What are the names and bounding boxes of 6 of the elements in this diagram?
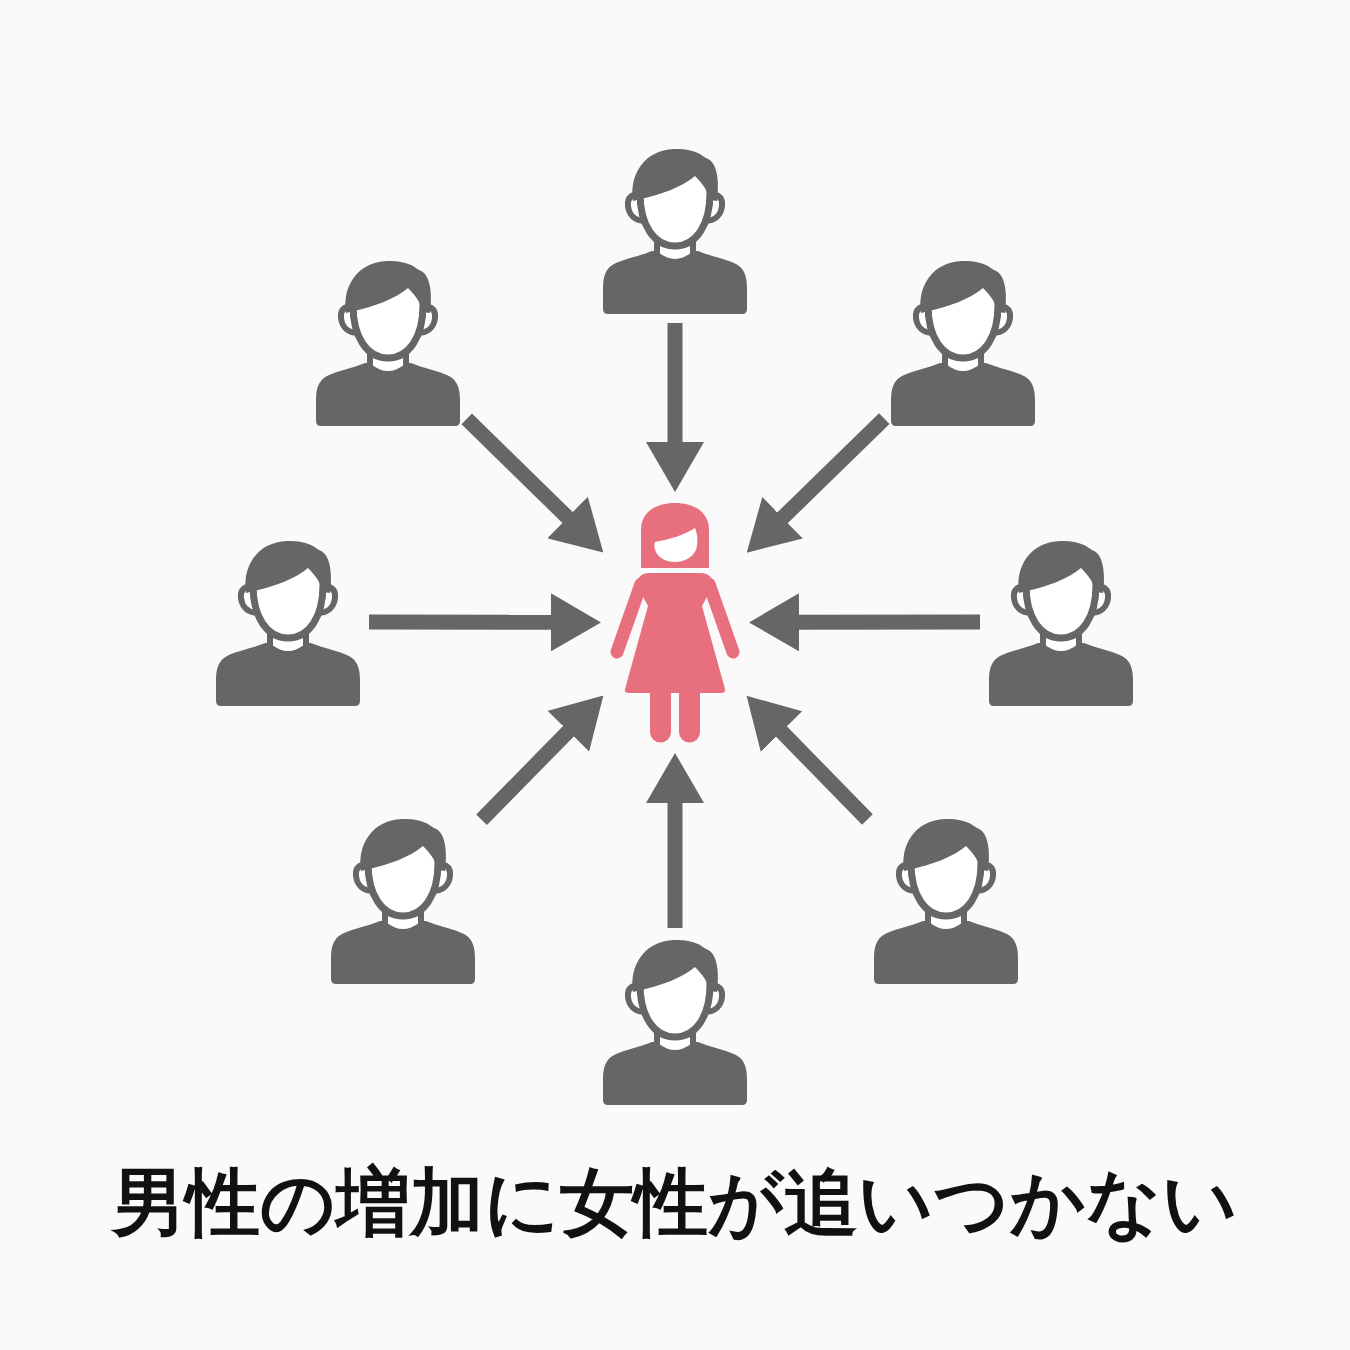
arrow (369, 593, 601, 652)
woman-icon (609, 500, 741, 745)
arrow (646, 753, 704, 928)
arrow (646, 323, 704, 492)
arrow (749, 593, 980, 652)
title: 男性の増加に女性が追いつかない (112, 1158, 1238, 1247)
